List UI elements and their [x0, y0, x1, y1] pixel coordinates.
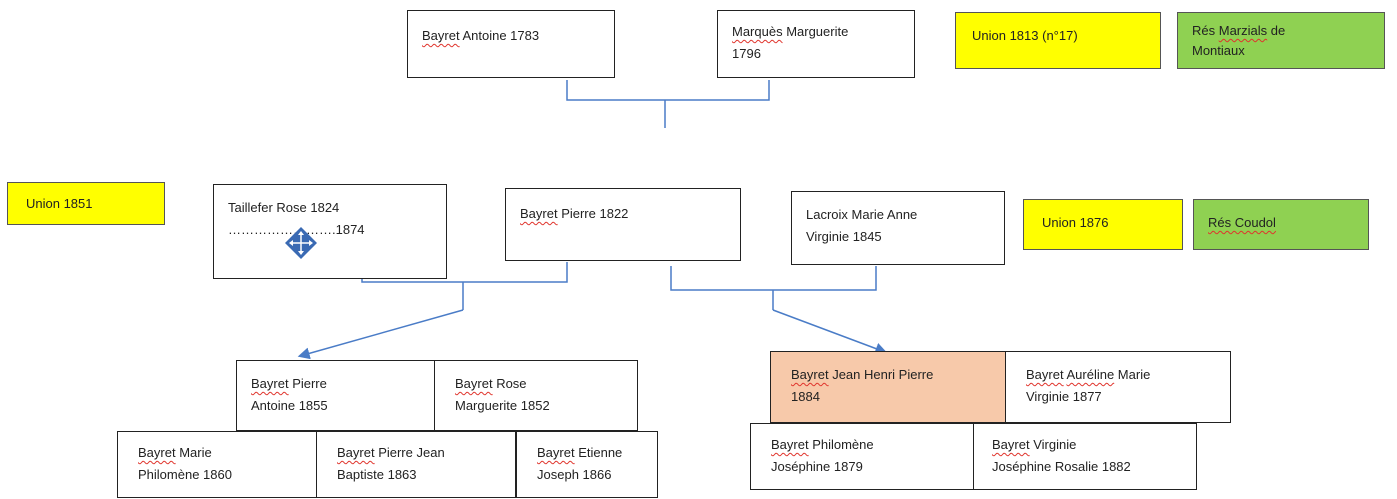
person-pierre-antoine-bayret[interactable]: Bayret Pierre Antoine 1855 — [236, 360, 436, 431]
person-philomene-bayret[interactable]: Bayret Philomène Joséphine 1879 — [750, 423, 974, 490]
person-pierre-jean-bayret[interactable]: Bayret Pierre Jean Baptiste 1863 — [316, 431, 516, 498]
union-1876-tag: Union 1876 — [1023, 199, 1183, 250]
residence-coudol-tag: Rés Coudol — [1193, 199, 1369, 250]
brace-union-1876 — [670, 266, 877, 310]
person-rose-taillefer[interactable]: Taillefer Rose 1824 …………………….1874 — [213, 184, 447, 279]
person-marie-philomene-bayret[interactable]: Bayret Marie Philomène 1860 — [117, 431, 317, 498]
person-jean-henri-bayret[interactable]: Bayret Jean Henri Pierre 1884 — [770, 351, 1006, 423]
person-virginie-bayret[interactable]: Bayret Virginie Joséphine Rosalie 1882 — [973, 423, 1197, 490]
residence-marzials-tag: Rés Marzials de Montiaux — [1177, 12, 1385, 69]
person-aureline-bayret[interactable]: Bayret Auréline Marie Virginie 1877 — [1005, 351, 1231, 423]
person-marie-anne-lacroix[interactable]: Lacroix Marie Anne Virginie 1845 — [791, 191, 1005, 265]
person-pierre-bayret[interactable]: Bayret Pierre 1822 — [505, 188, 741, 261]
person-rose-marguerite-bayret[interactable]: Bayret Rose Marguerite 1852 — [434, 360, 638, 431]
person-marguerite-marques[interactable]: Marquès Marguerite 1796 — [717, 10, 915, 78]
person-antoine-bayret[interactable]: Bayret Antoine 1783 — [407, 10, 615, 78]
arrow-to-children-1876 — [772, 309, 888, 355]
arrow-to-children-1851 — [297, 309, 464, 360]
brace-parents-1813 — [566, 80, 770, 128]
move-handle-icon[interactable] — [284, 226, 318, 260]
person-etienne-bayret[interactable]: Bayret Etienne Joseph 1866 — [516, 431, 658, 498]
union-1813-tag: Union 1813 (n°17) — [955, 12, 1161, 69]
union-1851-tag: Union 1851 — [7, 182, 165, 225]
